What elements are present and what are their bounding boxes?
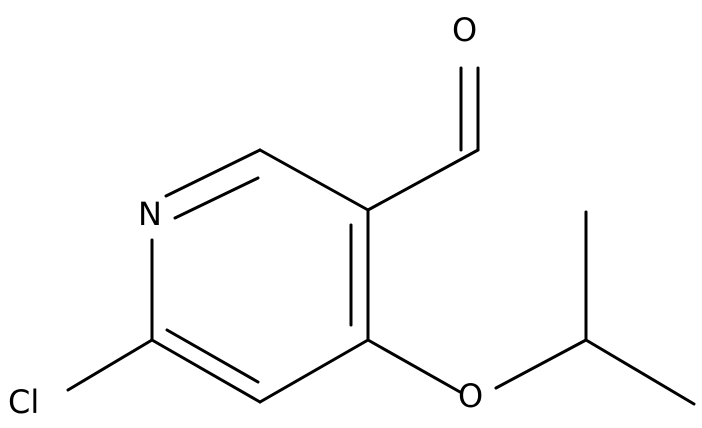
bond-c6-cl (66, 338, 154, 392)
bond-c4-o (366, 338, 462, 394)
atom-chlorine: Cl (8, 383, 39, 421)
atom-oxygen-aldehyde: O (452, 11, 477, 49)
atom-oxygen-ether: O (458, 377, 483, 415)
bond-ch-ch3-right (584, 338, 696, 406)
bond-c2-c3 (258, 148, 370, 212)
bond-c5-c6 (150, 338, 262, 404)
bond-n-c2-inner (173, 176, 260, 220)
bond-o-ch (494, 338, 588, 390)
atom-nitrogen: N (138, 195, 162, 233)
bond-n-c2 (164, 148, 262, 198)
bond-c5-c6-inner (165, 328, 260, 384)
bond-c3-cho (366, 148, 480, 212)
bond-c4-c5 (258, 338, 370, 404)
